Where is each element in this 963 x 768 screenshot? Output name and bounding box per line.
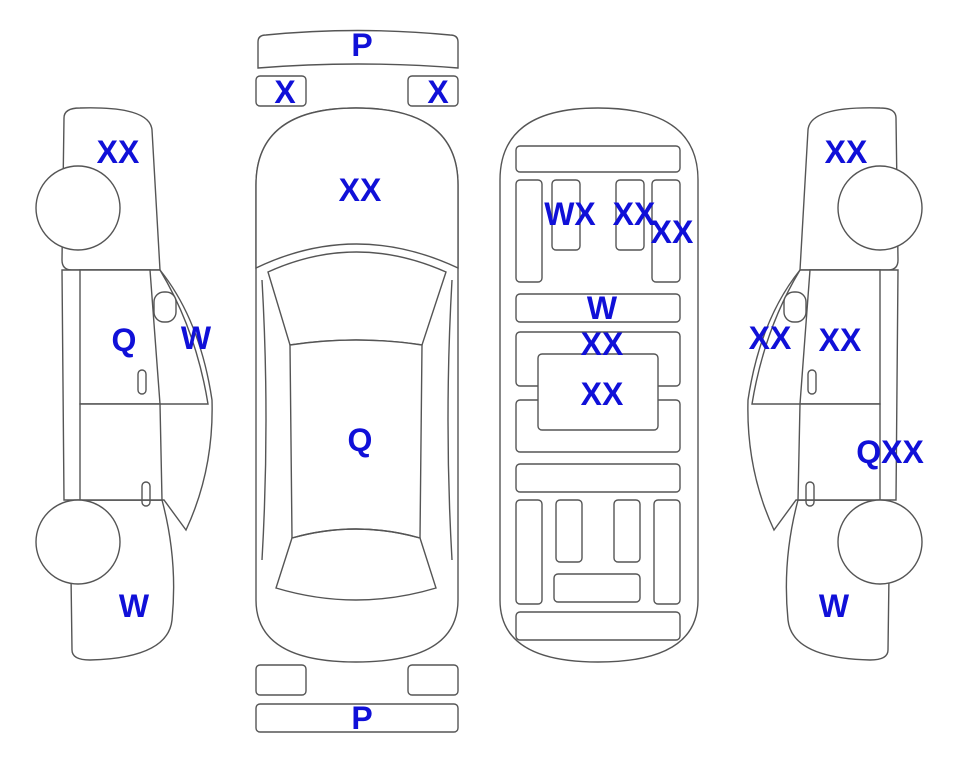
damage-labels: P X X XX Q P XX Q W W WX XX XX W XX XX X… bbox=[97, 27, 925, 736]
right-mirror[interactable] bbox=[783, 291, 807, 323]
label-left-headlight: X bbox=[274, 74, 296, 110]
left-front-wheel bbox=[35, 165, 121, 251]
label-right-front-door: XX bbox=[819, 322, 862, 358]
interior-trunk-bar bbox=[515, 611, 681, 641]
rear-bumper[interactable] bbox=[255, 703, 459, 733]
label-right-rear-side: QXX bbox=[856, 434, 924, 470]
right-rear-wheel bbox=[837, 499, 923, 585]
interior-seat-3[interactable] bbox=[651, 179, 681, 283]
label-right-headlight: X bbox=[427, 74, 449, 110]
left-rear-door[interactable] bbox=[79, 403, 163, 501]
interior-rear-left bbox=[515, 499, 543, 605]
interior-panel[interactable] bbox=[537, 353, 659, 431]
label-interior-dash: W bbox=[587, 290, 618, 326]
left-taillight[interactable] bbox=[255, 664, 307, 696]
label-left-front-fender: XX bbox=[97, 134, 140, 170]
label-right-front-fender: XX bbox=[825, 134, 868, 170]
top-right-pillar bbox=[447, 279, 453, 561]
label-left-rear-quarter: W bbox=[119, 588, 150, 624]
interior-rear-seat-a bbox=[555, 499, 583, 563]
left-headlight[interactable] bbox=[255, 75, 307, 107]
label-roof: Q bbox=[348, 422, 373, 458]
interior-left-strip bbox=[515, 179, 543, 283]
interior-rear-bar bbox=[515, 463, 681, 493]
right-side-view bbox=[747, 107, 923, 661]
interior-view bbox=[499, 107, 699, 663]
label-hood: XX bbox=[339, 172, 382, 208]
left-rear-handle bbox=[141, 481, 151, 507]
right-rear-handle bbox=[805, 481, 815, 507]
right-front-wheel bbox=[837, 165, 923, 251]
hood[interactable] bbox=[255, 107, 459, 270]
interior-rear-console bbox=[553, 573, 641, 603]
interior-front-bar bbox=[515, 145, 681, 173]
label-left-front-door: Q bbox=[112, 322, 137, 358]
left-front-handle bbox=[137, 369, 147, 395]
left-mirror[interactable] bbox=[153, 291, 177, 323]
label-interior-seat-2: XX bbox=[613, 196, 656, 232]
rear-window bbox=[275, 528, 437, 601]
label-right-mirror: XX bbox=[749, 320, 792, 356]
left-rear-wheel bbox=[35, 499, 121, 585]
top-view bbox=[255, 29, 459, 733]
label-right-rear-quarter: W bbox=[819, 588, 850, 624]
interior-seat-2[interactable] bbox=[615, 179, 645, 251]
label-interior-seat-1: WX bbox=[544, 196, 596, 232]
label-interior-seat-3: XX bbox=[651, 214, 694, 250]
right-taillight[interactable] bbox=[407, 664, 459, 696]
interior-rear-seat-b bbox=[613, 499, 641, 563]
right-rear-door[interactable] bbox=[797, 403, 881, 501]
left-window-line bbox=[159, 269, 209, 405]
left-side-view bbox=[35, 107, 213, 661]
label-front-bumper: P bbox=[351, 27, 372, 63]
interior-dash[interactable] bbox=[515, 293, 681, 323]
right-front-handle bbox=[807, 369, 817, 395]
right-headlight[interactable] bbox=[407, 75, 459, 107]
label-interior-panel: XX bbox=[581, 376, 624, 412]
interior-seat-1[interactable] bbox=[551, 179, 581, 251]
label-rear-bumper: P bbox=[351, 700, 372, 736]
label-left-mirror: W bbox=[181, 320, 212, 356]
top-left-pillar bbox=[261, 279, 267, 561]
front-bumper[interactable] bbox=[257, 29, 459, 69]
label-interior-console: XX bbox=[581, 326, 624, 362]
right-window-line bbox=[751, 269, 801, 405]
interior-rear-right bbox=[653, 499, 681, 605]
